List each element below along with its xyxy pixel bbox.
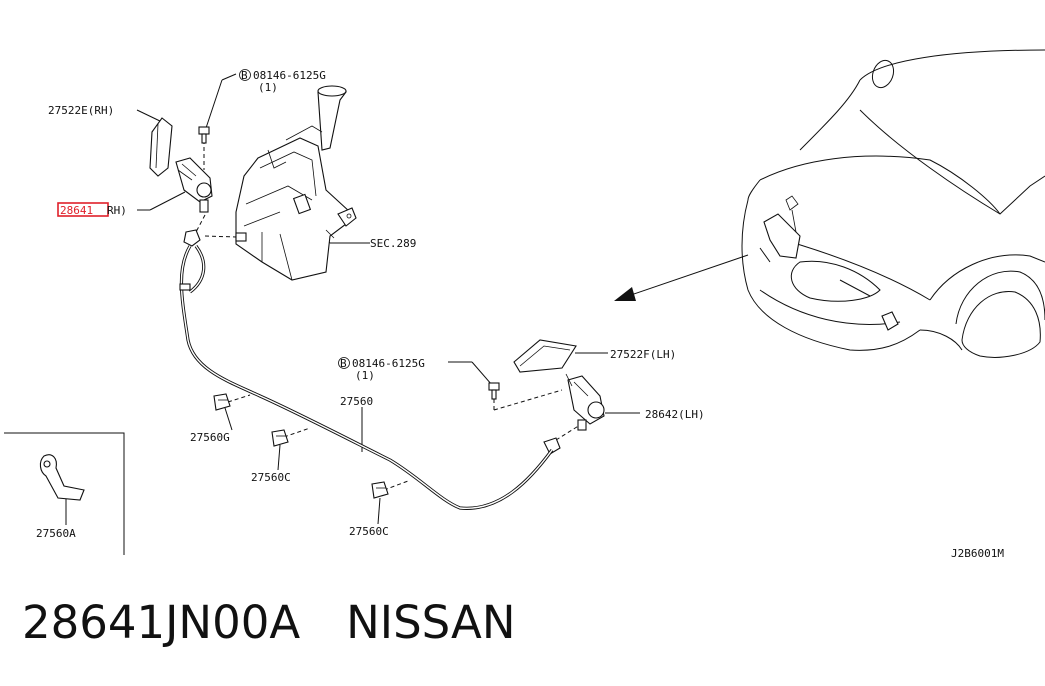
cover-rh-label[interactable]: 27522E(RH) [48,104,114,117]
cover-rh-part [149,117,173,177]
footer-brand: NISSAN [346,596,516,649]
bolt-mid-symbol: B [340,357,347,370]
nozzle-lh-part [565,373,605,431]
leader-lines [65,73,640,525]
nozzle-lh-label[interactable]: 28642(LH) [645,408,705,421]
nozzle-rh-part-number[interactable]: 28641 [60,204,93,217]
clip-c2-label[interactable]: 27560C [349,525,389,538]
hose-label[interactable]: 27560 [340,395,373,408]
detail-box [4,432,125,555]
bolt-mid-part [488,382,500,400]
bolt-top-part [198,126,210,144]
clip-a-label[interactable]: 27560A [36,527,76,540]
washer-tank [235,85,357,281]
clip-g-label[interactable]: 27560G [190,431,230,444]
bolt-top-label: B 08146-6125G (1) [239,69,326,94]
bolt-mid-part-number[interactable]: 08146-6125G [352,357,425,370]
nozzle-rh-label[interactable]: 28641 RH) [57,202,127,217]
sec-reference-label[interactable]: SEC.289 [370,237,416,250]
washer-hose [179,245,554,510]
bolt-top-symbol: B [241,69,248,82]
bolt-top-quantity: (1) [258,81,278,94]
nozzle-rh-part [175,157,213,213]
bolt-top-part-number[interactable]: 08146-6125G [253,69,326,82]
dashed-guides [195,140,581,491]
bolt-mid-label: B 08146-6125G (1) [338,357,425,382]
drawing-code: J2B6001M [951,547,1004,560]
footer-part-number: 28641JN00A [22,596,301,649]
direction-arrow [614,254,749,301]
highlight-box [57,202,109,217]
clips [213,393,389,499]
bolt-mid-quantity: (1) [355,369,375,382]
nozzle-rh-side: RH) [107,204,127,217]
cover-lh-label[interactable]: 27522F(LH) [610,348,676,361]
clip-c1-label[interactable]: 27560C [251,471,291,484]
cover-lh-part [513,339,577,373]
car-front-view [741,49,1045,358]
footer-caption: 28641JN00A NISSAN [22,596,515,649]
hose-connectors [183,229,561,455]
